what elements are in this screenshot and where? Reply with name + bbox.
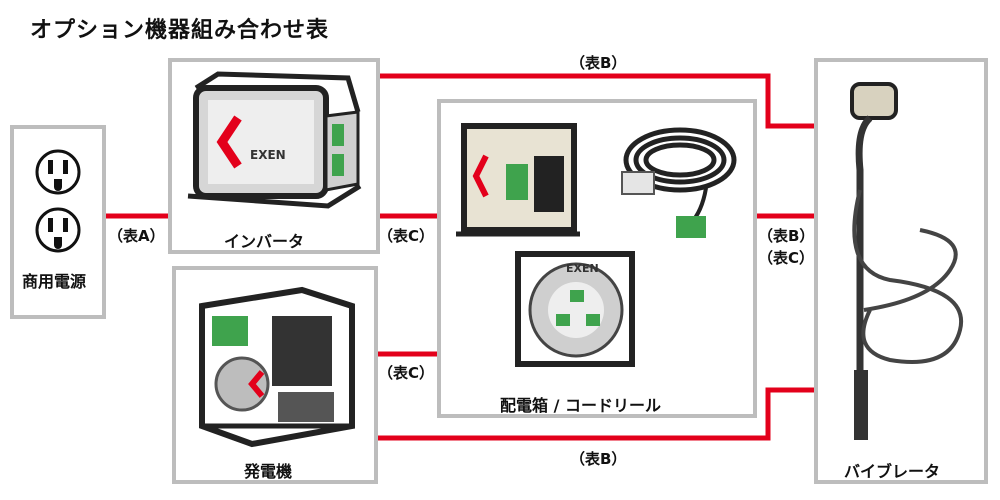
cord-reel-brand: EXEN	[566, 262, 599, 275]
distribution-box-image	[456, 123, 580, 237]
diagram-title: オプション機器組み合わせ表	[30, 18, 330, 43]
commercial-power-label: 商用電源	[22, 272, 87, 291]
generator-image	[199, 286, 355, 448]
label-distribution-vibrator-c: （表C）	[758, 249, 815, 267]
wire-inverter-vibrator-top	[378, 73, 818, 129]
vibrator-image	[850, 82, 964, 440]
inverter-brand: EXEN	[250, 148, 286, 162]
vibrator-box	[814, 58, 988, 484]
extension-cord-image	[621, 127, 737, 238]
inverter-label: インバータ	[224, 232, 305, 251]
label-generator-distribution: （表C）	[378, 364, 435, 382]
label-distribution-vibrator-b: （表B）	[758, 227, 815, 245]
wire-generator-vibrator-bottom	[378, 387, 818, 441]
label-inverter-vibrator-top: （表B）	[570, 54, 627, 72]
commercial-power-box	[10, 125, 106, 319]
inverter-image	[187, 71, 362, 209]
outlet-icon	[35, 149, 81, 253]
distribution-label: 配電箱 / コードリール	[500, 396, 661, 415]
label-generator-vibrator-bottom: （表B）	[570, 450, 627, 468]
label-power-inverter: （表A）	[108, 227, 165, 245]
vibrator-label: バイブレータ	[844, 462, 941, 481]
generator-label: 発電機	[244, 462, 293, 481]
cord-reel-image	[515, 251, 635, 367]
label-inverter-distribution: （表C）	[378, 227, 435, 245]
